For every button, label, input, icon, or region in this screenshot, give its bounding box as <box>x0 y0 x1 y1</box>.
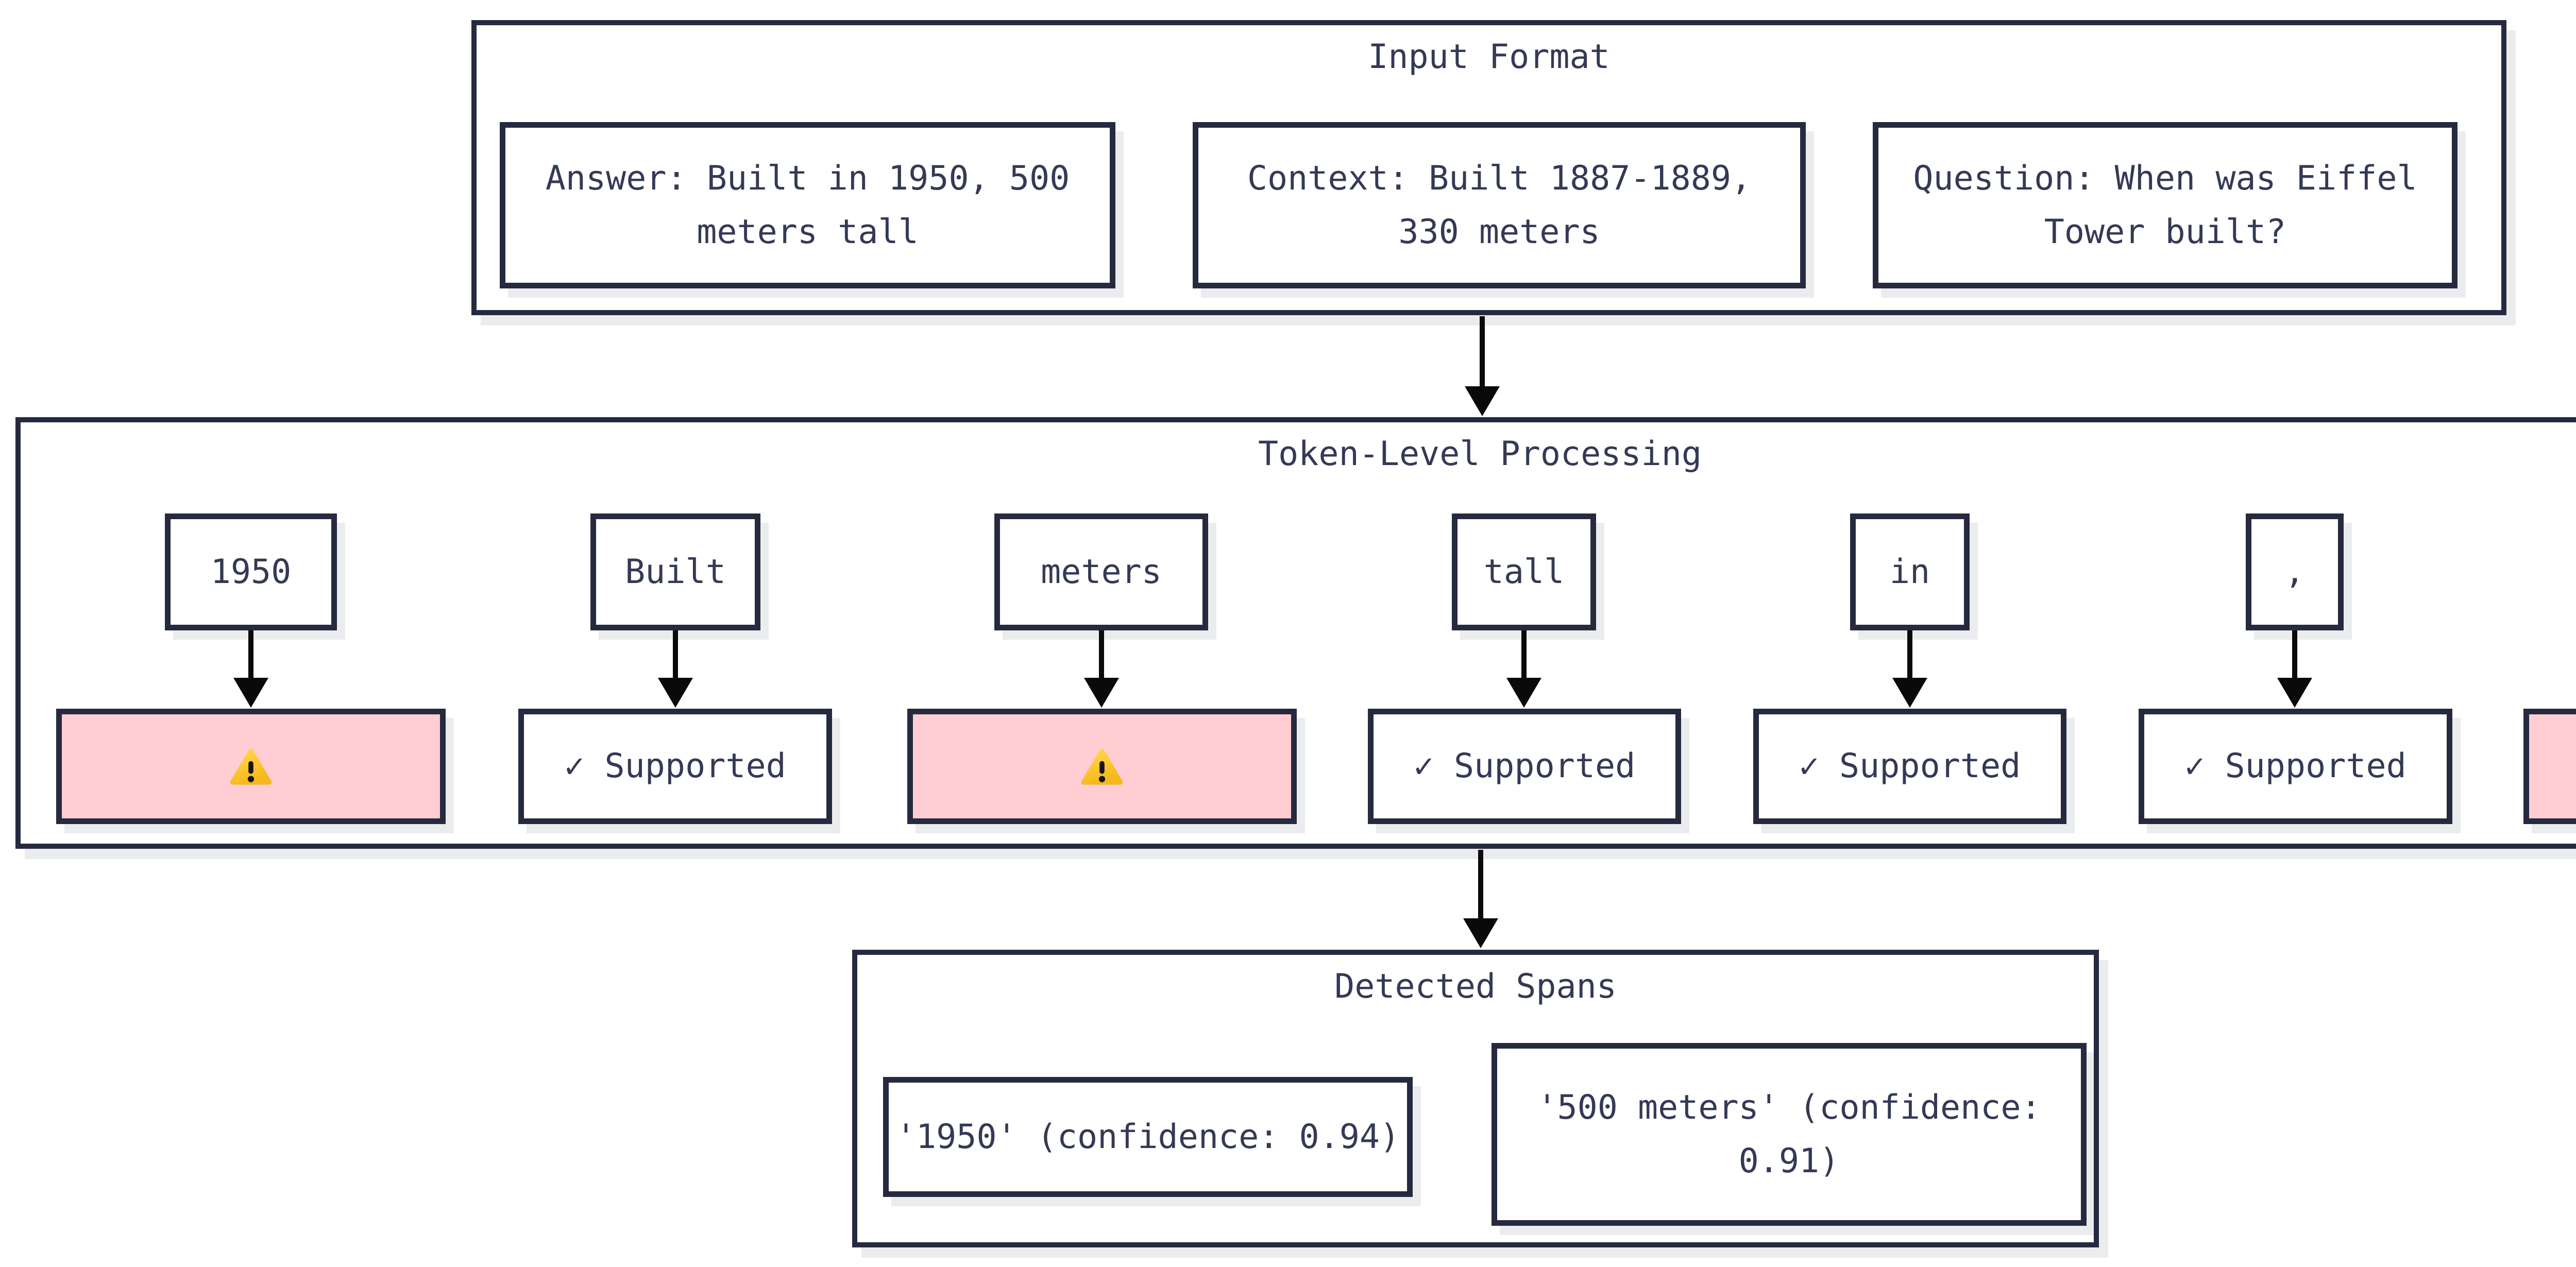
token-box: in <box>1850 513 1970 630</box>
token-arrow <box>233 630 269 708</box>
input-context-box: Context: Built 1887-1889, 330 meters <box>1193 122 1806 288</box>
token-box: Built <box>590 513 760 630</box>
input-answer-box: Answer: Built in 1950, 500 meters tall <box>500 122 1115 288</box>
status-box-warning <box>907 709 1297 824</box>
token-box: meters <box>994 513 1208 630</box>
input-format-title: Input Format <box>1368 38 1610 76</box>
detected-span-text: '1950' (confidence: 0.94) <box>895 1117 1400 1156</box>
arrow-line <box>1521 630 1527 678</box>
arrow-head-icon <box>1463 918 1498 948</box>
detected-span-box: '500 meters' (confidence: 0.91) <box>1492 1043 2087 1226</box>
token-box: tall <box>1452 513 1596 630</box>
detected-spans-title: Detected Spans <box>1334 967 1617 1006</box>
supported-label: ✓ Supported <box>1413 747 1636 785</box>
arrow-line <box>2292 630 2297 678</box>
status-box-supported: ✓ Supported <box>1753 709 2066 824</box>
token-label: , <box>2284 552 2305 591</box>
arrow-head-icon <box>1892 678 1927 708</box>
arrow-line <box>1099 630 1104 678</box>
arrow-line <box>1480 316 1485 386</box>
token-arrow <box>1506 630 1542 708</box>
token-box: , <box>2246 513 2344 630</box>
token-label: tall <box>1483 552 1565 591</box>
warning-icon <box>1081 748 1123 785</box>
detected-span-text: '500 meters' (confidence: 0.91) <box>1537 1088 2041 1180</box>
token-label: in <box>1889 552 1930 591</box>
status-box-supported: ✓ Supported <box>1368 709 1681 824</box>
arrow-head-icon <box>1465 386 1500 416</box>
token-arrow <box>1892 630 1928 708</box>
token-box: 1950 <box>165 513 337 630</box>
input-question-text: Question: When was Eiffel Tower built? <box>1913 159 2417 251</box>
input-format-section: Input Format Answer: Built in 1950, 500 … <box>471 20 2506 315</box>
arrow-head-icon <box>1506 678 1541 708</box>
flow-arrow-input-to-tokens <box>1464 316 1500 416</box>
warning-icon <box>230 748 272 785</box>
arrow-head-icon <box>2277 678 2312 708</box>
status-box-supported: ✓ Supported <box>518 709 832 824</box>
token-arrow <box>657 630 693 708</box>
token-processing-title: Token-Level Processing <box>1258 435 1702 473</box>
token-label: meters <box>1041 552 1162 591</box>
supported-label: ✓ Supported <box>1799 747 2021 785</box>
arrow-head-icon <box>1084 678 1119 708</box>
arrow-head-icon <box>658 678 693 708</box>
arrow-line <box>1478 850 1483 918</box>
detected-spans-section: Detected Spans '1950' (confidence: 0.94)… <box>852 950 2099 1247</box>
arrow-line <box>673 630 678 678</box>
supported-label: ✓ Supported <box>564 747 786 785</box>
supported-label: ✓ Supported <box>2184 747 2406 785</box>
token-arrow <box>2277 630 2313 708</box>
arrow-line <box>1907 630 1912 678</box>
status-box-warning <box>2523 709 2576 824</box>
flow-arrow-tokens-to-spans <box>1463 850 1499 948</box>
input-context-text: Context: Built 1887-1889, 330 meters <box>1247 159 1752 251</box>
token-arrow <box>1083 630 1120 708</box>
detected-span-box: '1950' (confidence: 0.94) <box>883 1077 1413 1197</box>
status-box-supported: ✓ Supported <box>2139 709 2452 824</box>
token-processing-section: Token-Level Processing 1950 Built meters… <box>15 417 2576 849</box>
arrow-line <box>248 630 253 678</box>
input-answer-text: Answer: Built in 1950, 500 meters tall <box>545 159 1070 251</box>
input-question-box: Question: When was Eiffel Tower built? <box>1873 122 2458 288</box>
token-label: Built <box>625 552 726 591</box>
arrow-head-icon <box>233 678 268 708</box>
status-box-warning <box>56 709 446 824</box>
token-label: 1950 <box>210 552 292 591</box>
